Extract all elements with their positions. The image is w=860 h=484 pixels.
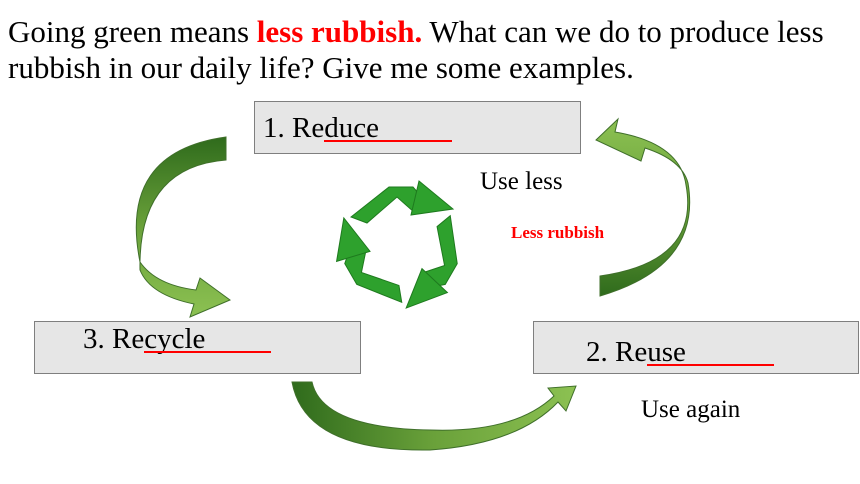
reduce-fill: duce <box>324 112 453 144</box>
recycle-box <box>34 321 361 374</box>
reuse-blank-line <box>647 364 775 366</box>
reduce-fill-text: duce <box>324 112 379 144</box>
reduce-blank-line <box>324 140 453 142</box>
reuse-fill-text: use <box>647 336 686 368</box>
instruction-text: Going green means less rubbish. What can… <box>8 14 848 86</box>
reuse-prefix: 2. Re <box>586 336 648 368</box>
recycle-blank-line <box>144 351 272 353</box>
title-rest: What can we do to produce less rubbish i… <box>8 14 824 85</box>
less-rubbish-label: Less rubbish <box>511 223 605 242</box>
recycle-prefix: 3. Re <box>83 323 145 355</box>
recycle-icon <box>335 180 458 309</box>
title-lead: Going green means <box>8 14 257 49</box>
reuse-note: Use again <box>641 396 741 423</box>
recycle-fill: cycle <box>144 323 272 355</box>
reuse-fill: use <box>647 336 775 368</box>
recycle-label: 3. Recycle <box>83 323 272 355</box>
title-highlight: less rubbish. <box>256 14 423 49</box>
arrow-reduce-to-recycle <box>135 136 232 318</box>
reuse-label: 2. Reuse <box>586 336 775 368</box>
recycle-fill-text: cycle <box>144 323 206 355</box>
reduce-box <box>254 101 581 154</box>
arrow-recycle-to-reuse <box>291 381 577 451</box>
arrow-reuse-to-reduce <box>595 117 691 297</box>
reduce-label: 1. Reduce <box>263 112 453 144</box>
reduce-note: Use less <box>480 168 563 195</box>
reduce-prefix: 1. Re <box>263 112 325 144</box>
